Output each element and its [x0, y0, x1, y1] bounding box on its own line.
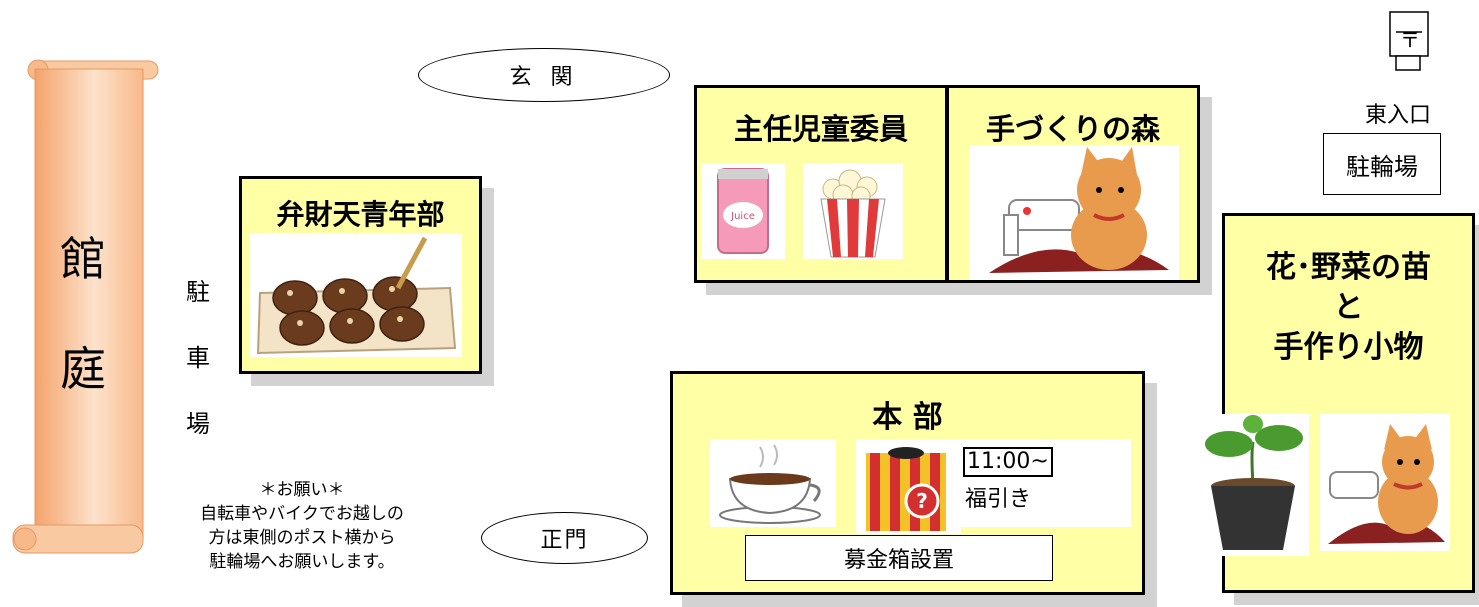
- scroll-label-top: 館: [60, 232, 106, 286]
- post-symbol: 〒: [1400, 28, 1420, 52]
- notice-line: 自転車やバイクでお越しの: [200, 504, 404, 524]
- svg-text:Juice: Juice: [730, 211, 755, 222]
- notice-line: 方は東側のポスト横から: [208, 528, 396, 548]
- booth-benzaiten: 弁財天青年部: [239, 176, 482, 374]
- donation-box-label: 募金箱設置: [745, 535, 1053, 581]
- parking-char-3: 場: [186, 410, 210, 438]
- booth-title: 主任児童委員: [733, 112, 908, 146]
- booth-title: 手づくりの森: [985, 112, 1160, 146]
- booth-honbu: 本 部 ? 11:00~ 福引き 募金箱設置: [670, 371, 1145, 595]
- parking-notice: ＊お願い＊ 自転車やバイクでお越しの 方は東側のポスト横から 駐輪場へお願いしま…: [182, 478, 422, 574]
- booth-tezukuri: 手づくりの森: [946, 85, 1200, 283]
- booth-title: 弁財天青年部: [276, 198, 445, 231]
- booth-title-line: と: [1333, 290, 1364, 325]
- entrance-label: 玄 関: [418, 48, 670, 102]
- booth-title-line: 花･野菜の苗: [1266, 250, 1431, 285]
- cat-sewing-image: [1320, 414, 1450, 551]
- coffee-cup-image: [710, 439, 836, 527]
- bicycle-parking-label: 駐輪場: [1323, 133, 1441, 195]
- scroll-label-bottom: 庭: [60, 342, 106, 396]
- east-entrance-label: 東入口: [1365, 103, 1432, 128]
- lottery-label: 福引き: [965, 487, 1032, 512]
- booth-hana: 花･野菜の苗 と 手作り小物: [1197, 213, 1475, 593]
- lottery-info: 11:00~ 福引き: [961, 439, 1131, 527]
- notice-line: 駐輪場へお願いします。: [209, 552, 395, 572]
- juice-can-image: Juice: [701, 163, 785, 259]
- popcorn-image: [803, 163, 903, 259]
- booth-shunin: 主任児童委員 Juice: [694, 85, 948, 283]
- booth-title-line: 手作り小物: [1273, 330, 1424, 365]
- parking-char-2: 車: [186, 344, 210, 372]
- cat-sewing-image: [969, 145, 1179, 280]
- scroll-graphic: [12, 59, 159, 554]
- lottery-time: 11:00~: [963, 447, 1053, 477]
- parking-char-1: 駐: [186, 278, 210, 306]
- seedling-image: [1197, 414, 1309, 556]
- lottery-box-image: ?: [856, 439, 961, 534]
- svg-text:?: ?: [916, 489, 928, 513]
- scroll-banner: 館 庭: [5, 55, 165, 565]
- takoyaki-image: [250, 233, 462, 357]
- main-gate-label: 正門: [481, 512, 648, 564]
- booth-title: 本 部: [872, 400, 943, 435]
- post-box-icon: 〒: [1388, 10, 1440, 75]
- notice-title: ＊お願い＊: [259, 480, 345, 500]
